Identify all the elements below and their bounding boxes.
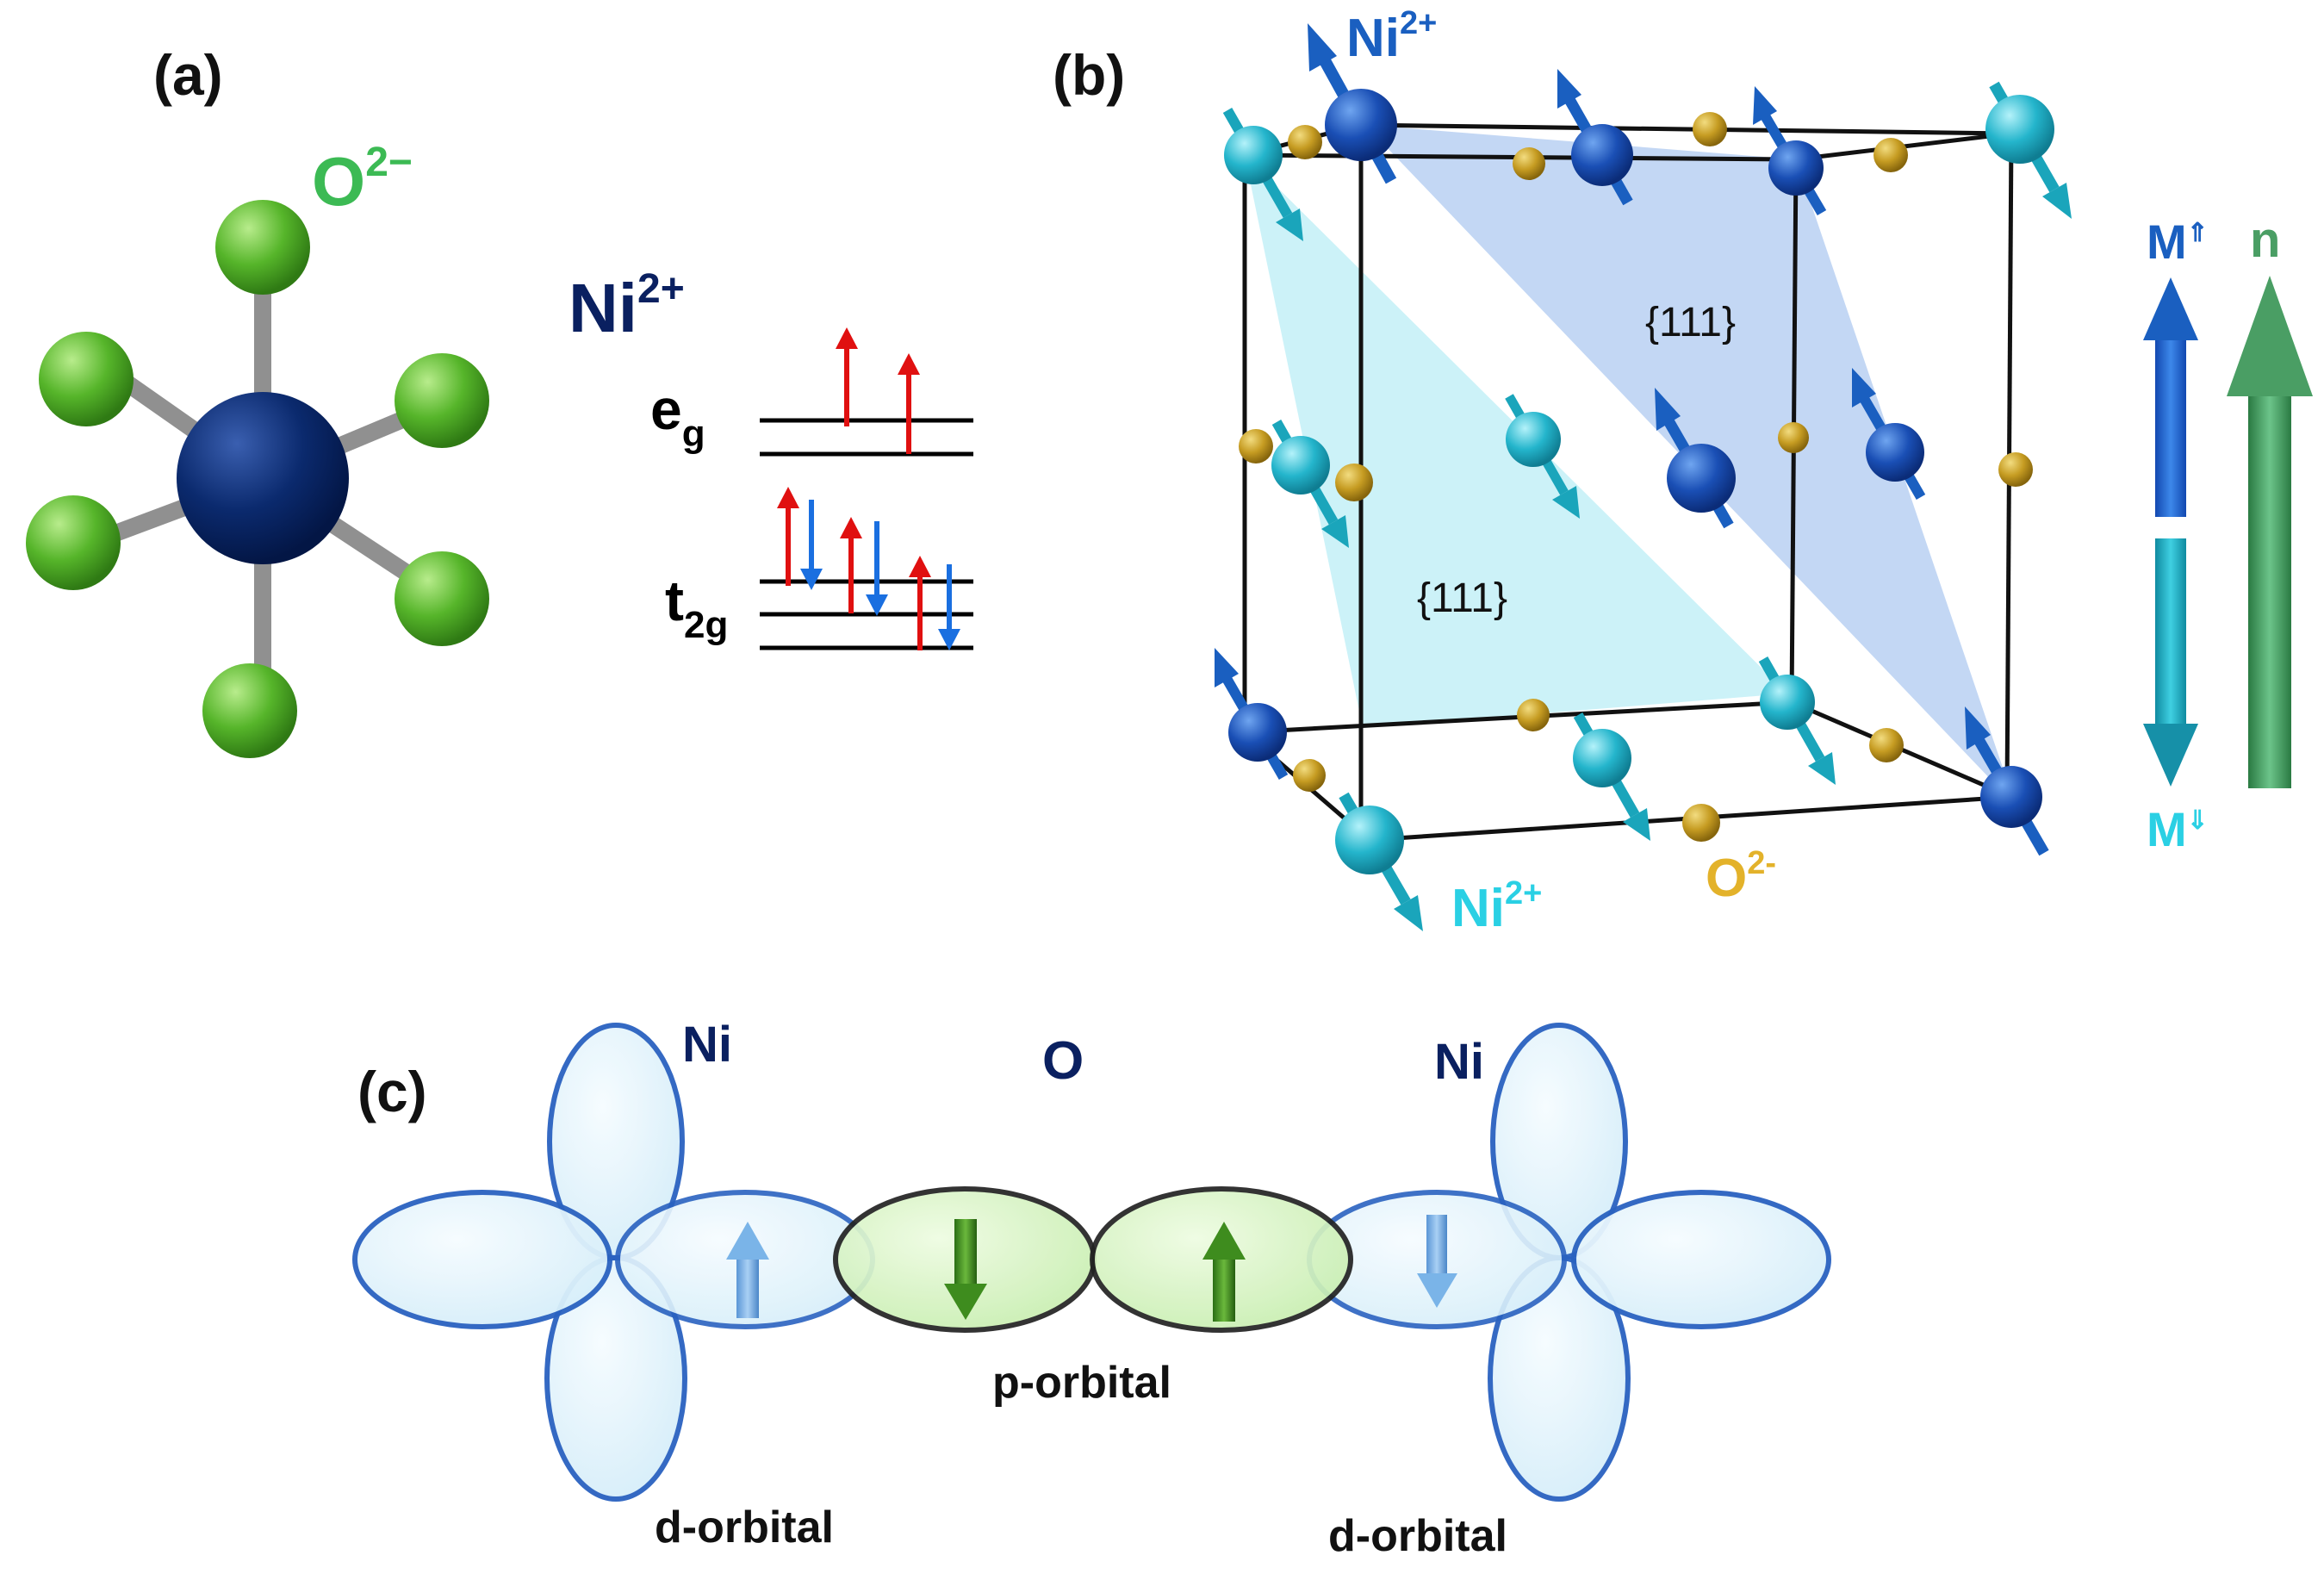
ni-atom-blue xyxy=(1852,368,1926,500)
oxygen-atom-gold xyxy=(1335,463,1373,501)
ni-atoms-spin-down xyxy=(1222,81,2072,931)
t2g-label: t2g xyxy=(665,569,728,646)
oxygen-atom-gold xyxy=(1239,429,1273,463)
oxygen-label: O2− xyxy=(312,140,413,220)
p-orbital-label: p-orbital xyxy=(992,1358,1171,1408)
d-orbital-right-label: d-orbital xyxy=(1328,1511,1507,1561)
eg-spin-arrows xyxy=(836,327,920,454)
panel-b: (b) xyxy=(1053,5,2313,938)
oxygen-atom-gold xyxy=(1513,147,1545,180)
d-orbital-left xyxy=(352,1023,875,1502)
ni-atom-blue xyxy=(1557,69,1633,206)
panel-c-label: (c) xyxy=(357,1060,427,1123)
panel-c: (c) xyxy=(352,1017,1831,1561)
oxygen-atom-gold xyxy=(1778,422,1809,453)
oxygen-atom xyxy=(215,200,310,295)
ni-atom-blue xyxy=(1308,23,1397,184)
oxygen-atom-gold xyxy=(1288,125,1322,159)
plane-label-upper: {111} xyxy=(1645,300,1736,345)
ni-bottom-label: Ni2+ xyxy=(1451,875,1542,938)
ni-atom-cyan xyxy=(1335,792,1423,931)
magnetization-down-arrow xyxy=(2143,538,2198,787)
ni-atom-cyan xyxy=(1222,108,1303,241)
oxygen-atom-gold xyxy=(1869,728,1904,762)
t2g-spin-arrows xyxy=(777,487,960,650)
o-center-label: O xyxy=(1042,1031,1084,1091)
d-orbital-right xyxy=(1307,1023,1831,1502)
oxygen-atom xyxy=(26,495,121,590)
ni-atom-cyan xyxy=(1985,81,2072,219)
energy-levels xyxy=(760,418,973,650)
neel-vector-arrow xyxy=(2227,276,2313,788)
oxygen-atoms xyxy=(26,200,489,758)
panel-a: (a) O2− Ni2+ xyxy=(26,43,973,758)
oxygen-atom-gold xyxy=(1517,699,1550,731)
panel-b-label: (b) xyxy=(1053,43,1125,107)
ni-atom-blue xyxy=(1215,648,1289,780)
oxygen-atom xyxy=(395,551,489,646)
oxygen-atoms-gold xyxy=(1239,112,2033,842)
ni-atom-cyan xyxy=(1271,420,1349,548)
oxygen-atom xyxy=(39,332,134,426)
ni-atom-blue xyxy=(1753,86,1827,216)
panel-a-label: (a) xyxy=(153,43,223,107)
oxygen-atom-gold xyxy=(1998,452,2033,487)
n-label: n xyxy=(2250,212,2280,268)
spin-arrow-ni-left-up xyxy=(726,1222,769,1318)
ni-atom-blue xyxy=(1965,706,2049,856)
d-orbital-left-label: d-orbital xyxy=(655,1502,834,1552)
plane-label-lower: {111} xyxy=(1417,575,1507,621)
eg-label: eg xyxy=(650,377,705,455)
m-up-label: M⇑ xyxy=(2147,215,2209,269)
ni-atom-blue xyxy=(1655,388,1736,529)
ni-atoms-spin-up xyxy=(1215,23,2049,856)
ni-top-label: Ni2+ xyxy=(1346,5,1437,68)
p-orbital xyxy=(833,1186,1353,1333)
oxygen-atom-gold xyxy=(1293,759,1326,792)
oxygen-atom-gold xyxy=(1693,112,1727,146)
spin-arrow-ni-right-down xyxy=(1417,1215,1457,1308)
oxygen-atom xyxy=(395,353,489,448)
ni-atom-cyan xyxy=(1573,712,1650,841)
oxygen-atom xyxy=(202,663,297,758)
ni-left-label: Ni xyxy=(682,1017,732,1073)
ion-label: Ni2+ xyxy=(569,266,685,346)
oxygen-atom-gold xyxy=(1682,804,1720,842)
ni-atom-cyan xyxy=(1505,394,1580,519)
ni-right-label: Ni xyxy=(1434,1034,1484,1090)
oxygen-atom-gold xyxy=(1873,138,1908,172)
spin-arrow-o-right-up xyxy=(1202,1222,1246,1322)
nickel-atom-center xyxy=(177,392,349,564)
magnetization-up-arrow xyxy=(2143,277,2198,517)
ni-atom-cyan xyxy=(1758,656,1836,785)
spin-arrow-o-left-down xyxy=(944,1219,987,1320)
oxygen-gold-label: O2- xyxy=(1706,845,1776,908)
m-down-label: M⇓ xyxy=(2147,802,2209,856)
